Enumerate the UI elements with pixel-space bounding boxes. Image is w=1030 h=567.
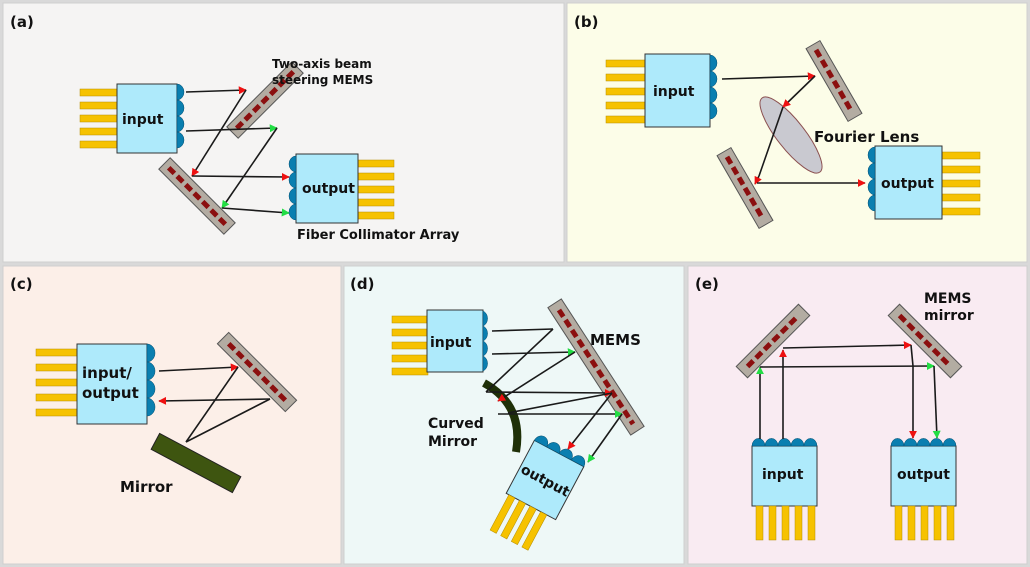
light-beam [721, 72, 816, 81]
input-lens-array [751, 438, 818, 447]
mems-label: MEMS [590, 331, 641, 349]
light-beam [758, 106, 784, 177]
light-beam [185, 366, 239, 443]
mems-label-line2: steering MEMS [272, 73, 373, 87]
output-assembly: output [489, 435, 586, 551]
input-output-box [76, 343, 148, 425]
light-beam [485, 328, 554, 393]
input-box [644, 53, 711, 128]
input-label: input [122, 112, 164, 128]
lens-array [146, 343, 156, 417]
mems-mirror-label-line1: MEMS [924, 291, 972, 307]
output-box [295, 153, 359, 224]
mems-label-line1: Two-axis beam [272, 57, 372, 71]
panel-d-tag: (d) [350, 275, 374, 293]
input-label: input [762, 467, 804, 483]
light-beam [567, 392, 613, 450]
output-label: output [897, 467, 950, 483]
light-beam [221, 207, 290, 217]
curved-mirror-label-line2: Mirror [428, 434, 477, 450]
light-beam [191, 89, 247, 177]
light-beam [759, 362, 935, 371]
light-beam [782, 75, 816, 108]
input-lens-array [482, 310, 488, 372]
panel-c: (c) input/ output Mirror [2, 265, 342, 565]
light-beam [754, 175, 762, 185]
mems-left [735, 303, 811, 379]
mems-upper [226, 61, 304, 139]
mems-upper [805, 39, 863, 123]
input-lens-array [176, 83, 185, 149]
panel-a-tag: (a) [10, 13, 34, 31]
panel-a: (a) input [2, 2, 565, 263]
light-beam [507, 392, 613, 414]
light-beam [782, 341, 912, 350]
light-beam [191, 172, 290, 181]
fourier-lens-label: Fourier Lens [814, 128, 919, 146]
input-output-label-line1: input/ [82, 364, 132, 382]
mems-mirror [547, 298, 645, 436]
light-beam [910, 344, 914, 367]
output-box [874, 145, 943, 220]
output-fiber-array [894, 505, 955, 541]
input-lens-array [709, 54, 718, 120]
output-box [890, 445, 957, 507]
output-lens-array [288, 155, 297, 221]
input-fiber-array [755, 505, 816, 541]
output-lens-array [867, 146, 876, 212]
panel-d: (d) input [343, 265, 685, 565]
light-beam [491, 348, 576, 357]
mems-right [887, 303, 963, 379]
curved-mirror-label-line1: Curved [428, 416, 484, 432]
light-beam [185, 124, 278, 133]
light-beam [185, 86, 247, 95]
input-output-label-line2: output [82, 384, 139, 402]
light-beam [491, 328, 554, 332]
fixed-mirror [150, 432, 242, 494]
input-label: input [430, 335, 472, 351]
collimator-label: Fiber Collimator Array [297, 228, 460, 243]
fourier-lens [759, 96, 823, 174]
mems-mirror [216, 331, 298, 413]
mems-lower [158, 157, 236, 235]
mems-mirror-label-line2: mirror [924, 308, 974, 324]
light-beam [485, 388, 613, 397]
light-beam [932, 365, 941, 439]
input-box [426, 309, 484, 373]
panel-c-tag: (c) [10, 275, 33, 293]
input-label: input [653, 84, 695, 100]
light-beam [158, 363, 239, 372]
panel-e: (e) input [687, 265, 1028, 565]
light-beam [221, 127, 278, 209]
output-label: output [302, 181, 355, 197]
input-box [116, 83, 178, 154]
light-beam [185, 398, 271, 443]
panel-e-tag: (e) [695, 275, 719, 293]
output-lens-array [890, 438, 957, 447]
panel-b-tag: (b) [574, 13, 598, 31]
input-box [751, 445, 818, 507]
light-beam [587, 413, 623, 463]
output-label: output [881, 176, 934, 192]
mirror-label: Mirror [120, 478, 173, 496]
mems-lower [716, 146, 774, 230]
input-fiber-array [391, 315, 429, 376]
panel-b: (b) input [566, 2, 1028, 263]
